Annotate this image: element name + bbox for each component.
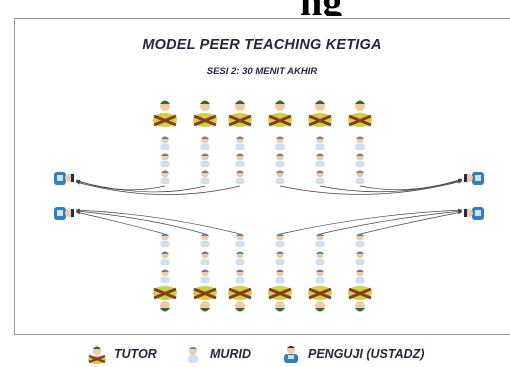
murid-top-6-2: [355, 153, 365, 167]
murid-top-5-2: [315, 153, 325, 167]
murid-top-1-1: [160, 136, 170, 150]
murid-bottom-2-2: [200, 251, 210, 265]
tutor-bottom-4: [268, 286, 292, 312]
legend: TUTOR MURID PENGUJI (USTADZ): [0, 340, 510, 367]
legend-murid-label: MURID: [210, 347, 251, 361]
tutor-top-4: [268, 100, 292, 127]
murid-top-4-3: [275, 170, 285, 184]
arrow-top-3-left: [75, 181, 241, 195]
diagram-frame: [14, 18, 510, 335]
figures-layer: [54, 100, 484, 312]
murid-bottom-3-3: [235, 269, 245, 283]
murid-bottom-5-3: [315, 269, 325, 283]
tutor-top-1: [153, 100, 177, 127]
murid-top-1-3: [160, 170, 170, 184]
arrow-bottom-3-left: [75, 208, 241, 235]
murid-bottom-5-1: [315, 233, 325, 247]
tutor-bottom-5: [308, 286, 332, 312]
murid-bottom-6-2: [355, 251, 365, 265]
murid-top-5-1: [315, 136, 325, 150]
tutor-top-6: [348, 100, 372, 127]
arrow-bottom-2-left: [75, 209, 206, 235]
tutor-top-5: [308, 100, 332, 127]
murid-bottom-3-2: [235, 251, 245, 265]
penguji-left-2: [54, 207, 74, 220]
murid-top-5-3: [315, 170, 325, 184]
arrow-top-1-left: [75, 179, 166, 191]
murid-top-6-1: [355, 136, 365, 150]
arrow-bottom-1-left: [75, 211, 166, 235]
murid-top-2-3: [200, 170, 210, 184]
murid-top-6-3: [355, 170, 365, 184]
tutor-bottom-3: [228, 286, 252, 312]
murid-bottom-4-3: [275, 269, 285, 283]
legend-penguji: PENGUJI (USTADZ): [280, 344, 424, 364]
murid-bottom-1-3: [160, 269, 170, 283]
tutor-bottom-6: [348, 286, 372, 312]
murid-bottom-3-1: [235, 233, 245, 247]
murid-bottom-6-3: [355, 269, 365, 283]
murid-bottom-1-1: [160, 233, 170, 247]
murid-bottom-6-1: [355, 233, 365, 247]
arrow-bottom-5-right: [319, 209, 463, 235]
murid-icon: [188, 347, 198, 363]
murid-bottom-2-1: [200, 233, 210, 247]
legend-tutor-label: TUTOR: [114, 347, 157, 361]
diagram-subtitle: SESI 2: 30 MENIT AKHIR: [206, 66, 318, 77]
legend-tutor: TUTOR: [86, 344, 157, 364]
murid-bottom-1-2: [160, 251, 170, 265]
arrow-bottom-4-right: [279, 208, 463, 235]
tutor-bottom-1: [153, 286, 177, 312]
arrow-bottom-6-right: [359, 211, 463, 235]
murid-top-3-2: [235, 153, 245, 167]
tutor-icon: [88, 346, 106, 364]
murid-top-4-1: [275, 136, 285, 150]
arrow-top-4-right: [279, 180, 463, 195]
tutor-top-2: [193, 100, 217, 127]
murid-top-2-1: [200, 136, 210, 150]
arrow-top-2-left: [75, 180, 206, 193]
peer-teaching-diagram: [54, 100, 484, 312]
murid-top-3-3: [235, 170, 245, 184]
legend-penguji-label: PENGUJI (USTADZ): [308, 347, 425, 361]
arrow-top-5-right: [319, 179, 463, 193]
tutor-top-3: [228, 100, 252, 127]
penguji-icon: [284, 346, 298, 363]
legend-murid: MURID: [182, 344, 251, 364]
tutor-bottom-2: [193, 286, 217, 312]
arrow-top-6-right: [359, 178, 463, 191]
murid-top-3-1: [235, 136, 245, 150]
murid-bottom-2-3: [200, 269, 210, 283]
murid-top-2-2: [200, 153, 210, 167]
diagram-title: MODEL PEER TEACHING KETIGA: [142, 37, 382, 53]
page-header-fragment: ng: [0, 0, 510, 16]
murid-bottom-4-2: [275, 251, 285, 265]
penguji-right-1: [464, 172, 484, 185]
penguji-left-1: [54, 172, 74, 185]
penguji-right-2: [464, 207, 484, 220]
murid-top-1-2: [160, 153, 170, 167]
murid-bottom-5-2: [315, 251, 325, 265]
murid-top-4-2: [275, 153, 285, 167]
arrows-layer: [75, 178, 463, 235]
page-header-text: ng: [300, 0, 342, 16]
murid-bottom-4-1: [275, 233, 285, 247]
